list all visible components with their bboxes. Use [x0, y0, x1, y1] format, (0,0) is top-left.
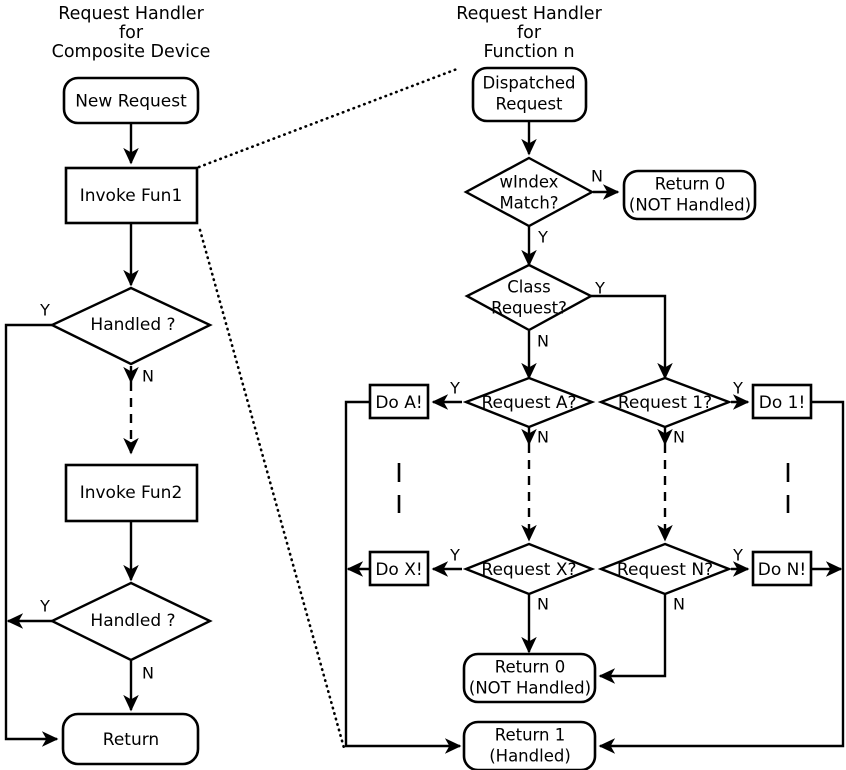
do-a-label: Do A!: [375, 393, 422, 413]
right-title-line3: Function n: [483, 42, 574, 62]
new-request-label: New Request: [75, 92, 187, 112]
node-return0-top[interactable]: Return 0 (NOT Handled): [622, 169, 757, 221]
left-column-title: Request Handler for Composite Device: [52, 4, 211, 62]
dispatched-request-line1: Dispatched: [482, 74, 575, 93]
request-x-no-label: N: [537, 595, 549, 614]
windex-yes-label: Y: [537, 228, 548, 247]
right-title-line2: for: [517, 23, 542, 43]
node-request-n[interactable]: Request N?: [597, 542, 733, 596]
node-return1[interactable]: Return 1 (Handled): [462, 720, 597, 770]
do-n-label: Do N!: [758, 560, 806, 580]
node-do-a[interactable]: Do A!: [368, 383, 430, 420]
node-do-x[interactable]: Do X!: [368, 550, 430, 587]
invoke-fun2-shape: [64, 463, 199, 523]
return-left-shape: [61, 712, 200, 766]
class-yes-label: Y: [594, 279, 605, 298]
node-invoke-fun1[interactable]: Invoke Fun1: [64, 166, 199, 225]
left-title-line1: Request Handler: [58, 4, 204, 24]
request-1-yes-label: Y: [732, 379, 743, 398]
request-n-yes-label: Y: [732, 546, 743, 565]
request-1-no-label: N: [673, 428, 685, 447]
invoke-fun1-label: Invoke Fun1: [80, 186, 183, 206]
edge-left-rail-to-return1: [344, 400, 462, 754]
request-a-yes-label: Y: [449, 379, 460, 398]
return0-bottom-line2: (NOT Handled): [469, 679, 591, 698]
request-a-no-label: N: [537, 428, 549, 447]
class-request-line2: Request?: [491, 299, 567, 318]
node-class-request[interactable]: Class Request?: [464, 263, 594, 332]
handled-2-no-label: N: [142, 664, 154, 683]
return1-shape: [462, 720, 597, 770]
edge-requestn-no-to-return0bottom: [598, 593, 667, 684]
node-handled-1[interactable]: Handled ?: [49, 286, 213, 366]
return0-top-shape: [622, 169, 757, 221]
edge-handled1-yes-to-return: [4, 323, 59, 747]
request-x-yes-label: Y: [449, 546, 460, 565]
return-left-label: Return: [103, 730, 159, 750]
dispatched-request-line2: Request: [495, 95, 563, 114]
request-x-label: Request X?: [481, 560, 576, 580]
return1-line2: (Handled): [489, 747, 571, 766]
return0-top-line2: (NOT Handled): [629, 196, 751, 215]
invoke-fun2-label: Invoke Fun2: [80, 483, 183, 503]
windex-match-line1: wIndex: [500, 173, 559, 192]
request-a-label: Request A?: [481, 393, 576, 413]
left-title-line3: Composite Device: [52, 42, 211, 62]
dispatched-request-shape: [471, 66, 588, 123]
windex-no-label: N: [591, 167, 603, 186]
return0-bottom-shape: [462, 652, 597, 704]
zoom-connector-top: [197, 67, 459, 169]
node-dispatched-request[interactable]: Dispatched Request: [471, 66, 588, 123]
handled-1-label: Handled ?: [90, 315, 175, 335]
edge-class-yes-to-request1: [591, 294, 673, 380]
do-x-shape: [368, 550, 430, 587]
do-1-shape: [751, 383, 813, 420]
request-n-shape: [597, 542, 733, 596]
class-no-label: N: [537, 332, 549, 351]
node-do-n[interactable]: Do N!: [751, 550, 813, 587]
do-1-label: Do 1!: [759, 393, 806, 413]
request-1-shape: [597, 376, 733, 429]
handled-2-yes-label: Y: [39, 597, 50, 616]
node-windex-match[interactable]: wIndex Match?: [463, 156, 595, 228]
node-request-1[interactable]: Request 1?: [597, 376, 733, 429]
class-request-line1: Class: [507, 278, 550, 297]
do-n-shape: [751, 550, 813, 587]
request-n-label: Request N?: [617, 560, 713, 580]
windex-match-line2: Match?: [499, 194, 558, 213]
node-return0-bottom[interactable]: Return 0 (NOT Handled): [462, 652, 597, 704]
request-n-no-label: N: [673, 595, 685, 614]
node-request-x[interactable]: Request X?: [462, 542, 596, 596]
request-x-shape: [462, 542, 596, 596]
handled-2-shape: [49, 581, 213, 662]
handled-1-no-label: N: [142, 367, 154, 386]
return0-bottom-line1: Return 0: [495, 658, 566, 677]
node-handled-2[interactable]: Handled ?: [49, 581, 213, 662]
windex-match-shape: [463, 156, 595, 228]
handled-1-yes-label: Y: [39, 301, 50, 320]
left-title-line2: for: [119, 23, 144, 43]
node-return-left[interactable]: Return: [61, 712, 200, 766]
return1-line1: Return 1: [495, 726, 566, 745]
do-x-label: Do X!: [375, 560, 422, 580]
class-request-shape: [464, 263, 594, 332]
right-title-line1: Request Handler: [456, 4, 602, 24]
right-column-title: Request Handler for Function n: [456, 4, 602, 62]
handled-1-shape: [49, 286, 213, 366]
zoom-connector-bottom: [198, 228, 346, 750]
request-a-shape: [462, 376, 596, 429]
do-a-shape: [368, 383, 430, 420]
node-request-a[interactable]: Request A?: [462, 376, 596, 429]
node-invoke-fun2[interactable]: Invoke Fun2: [64, 463, 199, 523]
node-do-1[interactable]: Do 1!: [751, 383, 813, 420]
new-request-shape: [62, 76, 200, 125]
node-new-request[interactable]: New Request: [62, 76, 200, 125]
edge-right-rail-to-return1: [598, 400, 845, 754]
handled-2-label: Handled ?: [90, 611, 175, 631]
request-1-label: Request 1?: [618, 393, 712, 413]
invoke-fun1-shape: [64, 166, 199, 225]
return0-top-line1: Return 0: [655, 175, 726, 194]
